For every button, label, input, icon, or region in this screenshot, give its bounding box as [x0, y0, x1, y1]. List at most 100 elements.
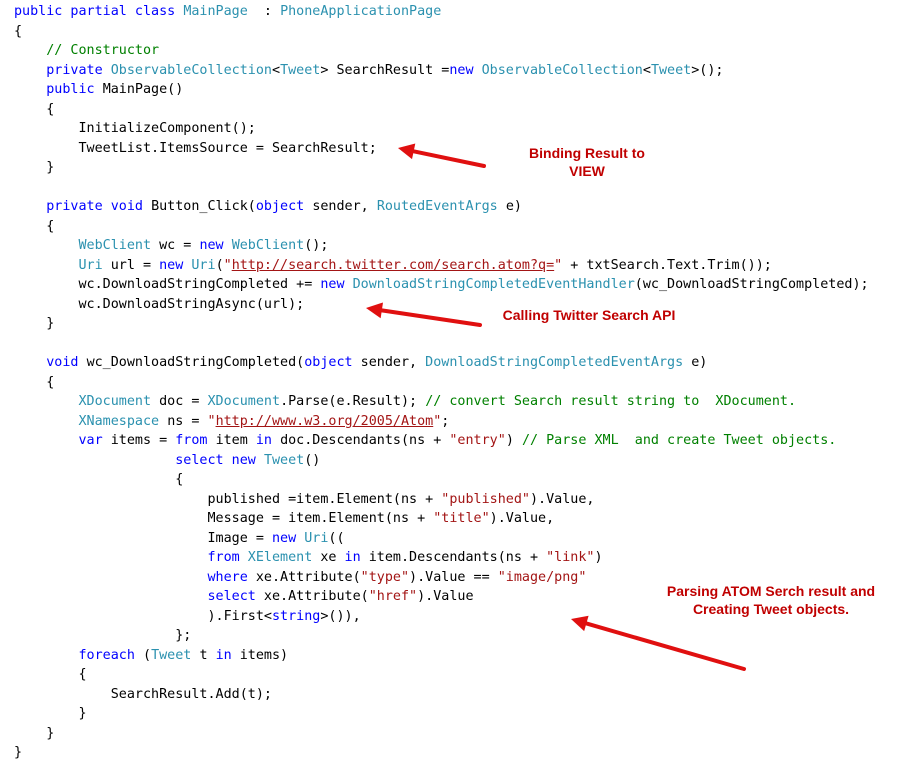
code-token: t	[199, 647, 216, 663]
code-line: {	[14, 22, 22, 41]
code-line: {	[14, 470, 183, 489]
code-line: {	[14, 217, 54, 236]
keyword-token: private void	[46, 199, 152, 214]
type-token: XNamespace	[78, 413, 168, 429]
code-line: private void Button_Click(object sender,…	[14, 197, 522, 216]
code-token: )	[594, 550, 603, 565]
code-token: Image =	[14, 530, 272, 546]
url-token: http://www.w3.org/2005/Atom	[215, 413, 434, 429]
code-line: void wc_DownloadStringCompleted(object s…	[14, 353, 707, 372]
code-token: }	[14, 316, 55, 331]
code-token: {	[14, 101, 55, 117]
code-token: >()),	[320, 608, 361, 624]
code-token: e)	[691, 355, 708, 370]
code-line: foreach (Tweet t in items)	[14, 646, 289, 665]
type-token: XDocument	[78, 394, 160, 409]
code-token: ).Value	[417, 589, 474, 604]
string-token: "	[223, 257, 232, 273]
code-line: TweetList.ItemsSource = SearchResult;	[14, 139, 377, 158]
type-token: RoutedEventArgs	[376, 199, 506, 214]
type-token: Tweet	[263, 452, 305, 468]
code-line: private ObservableCollection<Tweet> Sear…	[14, 61, 723, 80]
code-line: select xe.Attribute("href").Value	[14, 587, 474, 606]
code-line: InitializeComponent();	[14, 119, 255, 138]
code-line: from XElement xe in item.Descendants(ns …	[14, 548, 603, 567]
code-token: {	[14, 374, 55, 390]
keyword-token: new	[159, 257, 192, 273]
keyword-token: from	[175, 433, 216, 448]
url-token: http://search.twitter.com/search.atom?q=	[231, 257, 555, 273]
code-token: }	[14, 160, 55, 175]
code-line: public MainPage()	[14, 80, 183, 99]
code-token: xe.Attribute(	[255, 569, 361, 585]
code-token: {	[14, 472, 184, 487]
code-line: SearchResult.Add(t);	[14, 685, 272, 704]
keyword-token: in	[344, 550, 369, 565]
code-token: item	[215, 433, 256, 448]
code-line: {	[14, 373, 54, 392]
code-token: {	[14, 218, 55, 234]
code-line: }	[14, 314, 54, 333]
code-line: wc.DownloadStringAsync(url);	[14, 295, 304, 314]
keyword-token: string	[271, 608, 321, 624]
code-token: TweetList.ItemsSource = SearchResult;	[14, 140, 377, 156]
keyword-token: object	[304, 355, 361, 370]
code-token: SearchResult.Add(t);	[14, 686, 272, 702]
type-token: MainPage	[183, 4, 248, 19]
code-line: Uri url = new Uri("http://search.twitter…	[14, 256, 772, 275]
code-token: <	[272, 62, 281, 78]
annotation-calling-api: Calling Twitter Search API	[502, 307, 676, 323]
code-token: (wc_DownloadStringCompleted);	[634, 277, 869, 292]
keyword-token: new	[271, 530, 305, 546]
arrow-calling-api	[366, 302, 482, 327]
keyword-token: select	[207, 589, 264, 604]
keyword-token: object	[255, 199, 313, 214]
string-token: "published"	[441, 491, 530, 507]
code-token: e)	[505, 199, 522, 214]
string-token: "entry"	[449, 433, 506, 448]
string-token: "	[554, 257, 563, 273]
code-token: published =item.Element(ns +	[14, 491, 442, 507]
code-line: XNamespace ns = "http://www.w3.org/2005/…	[14, 412, 450, 431]
code-token: ()	[304, 452, 321, 468]
code-token: (	[215, 257, 224, 273]
type-token: XElement	[247, 550, 321, 565]
code-line: // Constructor	[14, 41, 159, 60]
code-token: MainPage()	[102, 82, 184, 97]
code-token: }	[14, 706, 87, 721]
code-token: ).First<	[14, 608, 272, 624]
keyword-token: select new	[175, 452, 264, 468]
annotation-binding-result: Binding Result to VIEW	[529, 145, 645, 179]
keyword-token: public	[46, 82, 103, 97]
code-token: xe	[320, 550, 345, 565]
string-token: "image/png"	[497, 569, 587, 585]
keyword-token: new	[449, 62, 482, 78]
code-line: {	[14, 100, 54, 119]
arrow-binding	[398, 143, 486, 168]
code-token: wc.DownloadStringCompleted +=	[14, 277, 321, 292]
code-token: .Parse(e.Result);	[280, 394, 426, 409]
code-token: Message = item.Element(ns +	[14, 511, 434, 526]
code-line: };	[14, 626, 191, 645]
comment-token: // Constructor	[46, 43, 160, 58]
code-token: items =	[110, 433, 176, 448]
code-line: wc.DownloadStringCompleted += new Downlo…	[14, 275, 869, 294]
code-line: }	[14, 158, 54, 177]
type-token: PhoneApplicationPage	[280, 4, 442, 19]
code-token: ).Value ==	[409, 569, 498, 585]
code-token: ns =	[167, 413, 208, 429]
comment-token: // convert Search result string to XDocu…	[425, 394, 797, 409]
code-token: }	[14, 725, 55, 741]
code-line: Image = new Uri((	[14, 529, 344, 548]
code-line: where xe.Attribute("type").Value == "ima…	[14, 568, 586, 587]
code-token: items)	[239, 647, 289, 663]
code-line: }	[14, 724, 54, 743]
code-token: doc.Descendants(ns +	[280, 433, 450, 448]
string-token: "	[207, 413, 216, 429]
code-token: :	[247, 4, 281, 19]
keyword-token: private	[46, 62, 111, 78]
code-token: };	[14, 628, 192, 643]
type-token: Uri	[78, 257, 111, 273]
string-token: "	[433, 413, 442, 429]
string-token: "type"	[360, 569, 410, 585]
